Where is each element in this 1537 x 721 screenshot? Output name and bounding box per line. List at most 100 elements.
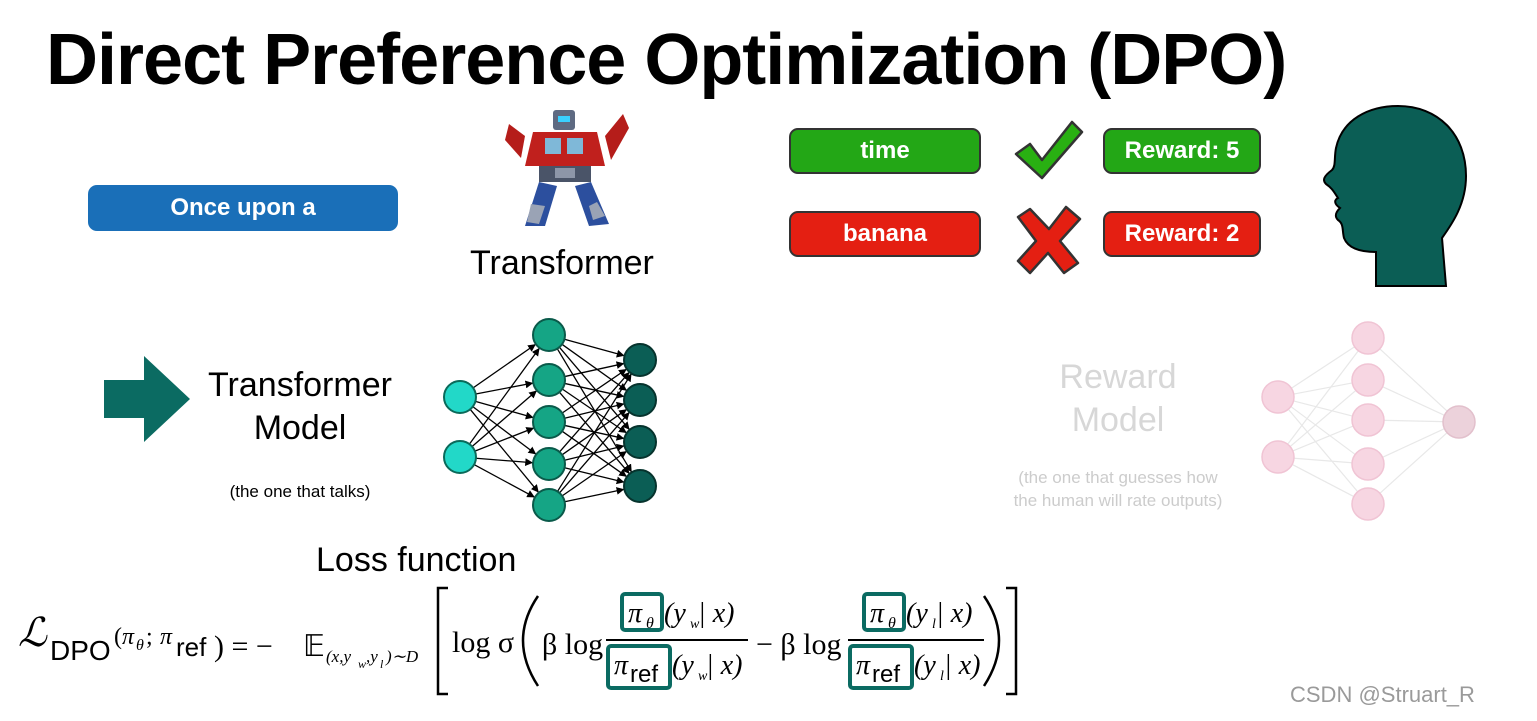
formula-sub-dpo: DPO [50,635,111,666]
reward-good: Reward: 5 [1103,128,1261,174]
nn-main-edge [468,347,541,445]
nn-main-node-layer2 [532,318,566,352]
transformer-model-line1: Transformer [208,366,392,404]
formula-e-comma: ,y [366,647,378,666]
nn-main-node-layer2 [532,363,566,397]
nn-reward-edge [1293,382,1353,395]
dpo-loss-formula: ℒ DPO ( π θ ; π ref ) = − 𝔼 (x,y w ,y l … [18,586,1018,696]
highlight-pi-ref-1 [606,644,672,690]
human-head-icon [1323,104,1468,287]
formula-semi: ; [146,624,153,650]
nn-main-edge [559,371,630,453]
den1-ref: ref [630,661,658,688]
nn-reward-node-layer1 [1261,380,1295,414]
formula-theta: θ [136,637,144,654]
loss-function-title: Loss function [316,541,517,579]
page-title: Direct Preference Optimization (DPO) [46,20,1287,100]
num2-y: (y [906,598,928,629]
nn-main-edge [472,343,537,389]
nn-reward-node-layer3 [1442,405,1476,439]
nn-main-node-layer3 [623,343,657,377]
highlight-pi-theta-1 [620,592,664,632]
transformer-caption: Transformer [470,244,654,282]
nn-main-edge [471,389,538,448]
formula-e-end: )∼D [385,647,419,666]
num2-x: | x) [936,598,972,629]
nn-reward-edge [1287,350,1359,445]
num2-theta: θ [888,615,896,632]
formula-pi-2: π [160,624,173,650]
formula-pi: π [122,624,135,650]
nn-main-node-layer1 [443,440,477,474]
num1-pi: π [628,598,643,629]
nn-reward-node-layer2 [1351,403,1385,437]
reward-model-line1: Reward [1059,358,1177,396]
den2-pi: π [856,650,871,681]
nn-main-edge [558,411,631,494]
nn-main-edge [561,368,628,414]
nn-reward-edge [1382,428,1445,458]
nn-main-edge [475,380,534,395]
nn-main-edge [475,400,534,420]
nn-reward-edge [1379,348,1448,412]
nn-main-edge [561,343,628,392]
reward-bad: Reward: 2 [1103,211,1261,257]
formula-e-w: w [358,657,366,671]
bracket-left [436,586,448,696]
paren-left [521,595,540,687]
nn-reward-edge [1379,432,1448,494]
token-good: time [789,128,981,174]
transformer-model-label: Transformer Model [200,364,400,450]
formula-E: 𝔼 [303,630,325,663]
den1-w: w [698,669,708,684]
nn-main-node-layer3 [623,425,657,459]
nn-main-edge [564,467,625,485]
nn-reward-edge [1383,419,1444,423]
nn-reward-edge [1289,389,1357,448]
nn-reward-edge [1291,463,1355,498]
den2-ref: ref [872,661,900,688]
nn-main-node-layer3 [623,469,657,503]
bracket-right [1006,586,1018,696]
nn-main-edge [564,361,625,378]
formula-ref: ref [176,632,207,662]
nn-main-node-layer2 [532,447,566,481]
num1-w: w [690,617,700,632]
nn-main-edge [469,408,540,494]
nn-reward-edge [1292,425,1354,452]
den1-pi: π [614,650,629,681]
nn-reward-node-layer2 [1351,447,1385,481]
formula-close: ) = − [214,630,273,663]
nn-main-edge [564,487,625,503]
nn-main-edge [564,382,625,399]
token-bad: banana [789,211,981,257]
nn-main-edge [564,338,625,358]
transformer-network [443,318,657,522]
nn-main-edge [561,450,628,497]
checkmark-icon [1014,120,1084,180]
nn-main-node-layer2 [532,488,566,522]
transformer-model-note: (the one that talks) [229,482,371,501]
nn-reward-node-layer2 [1351,487,1385,521]
reward-note-line2: the human will rate outputs) [1013,491,1223,510]
nn-main-node-layer2 [532,405,566,439]
nn-reward-node-layer2 [1351,321,1385,355]
formula-e-sub: (x,y [326,647,351,666]
formula-beta-log: β log [542,628,603,661]
formula-e-l: l [380,657,384,671]
den1-x: | x) [706,650,742,681]
num1-theta: θ [646,615,654,632]
robot-image [505,110,629,226]
nn-main-edge [561,430,628,478]
nn-reward-edge [1291,346,1355,389]
nn-main-edge [475,457,534,467]
watermark: CSDN @Struart_R [1290,682,1475,707]
reward-network [1261,321,1476,521]
den2-y: (y [914,650,936,681]
prompt-pill: Once upon a [88,185,398,231]
arrow-right-icon [104,356,190,442]
nn-main-node-layer3 [623,383,657,417]
nn-reward-edge [1290,406,1356,455]
reward-model-line2: Model [1071,401,1165,439]
reward-note-line1: (the one that guesses how [1018,468,1218,487]
